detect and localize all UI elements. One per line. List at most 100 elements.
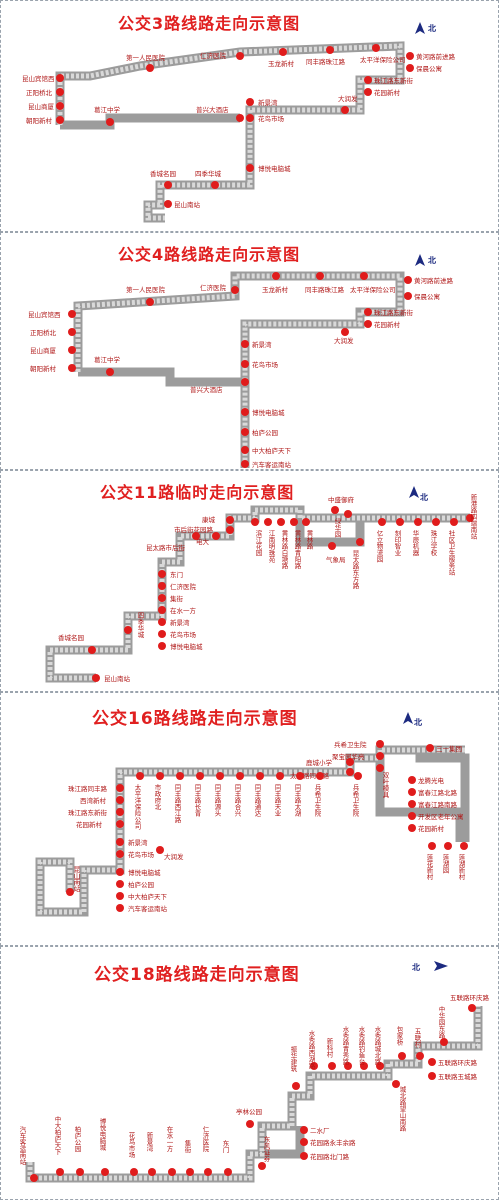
route-3-panel: 公交3路线路走向示意图 北 第一人民医院 仁济医院 玉龙新村 同丰路珠江路 太平… bbox=[0, 0, 499, 232]
north-label: 北 bbox=[420, 492, 428, 502]
stop-marker bbox=[346, 768, 354, 776]
stop-label: 二水厂 bbox=[310, 1126, 330, 1135]
stop-marker bbox=[116, 880, 124, 888]
stop-marker bbox=[158, 606, 166, 614]
stop-marker bbox=[176, 772, 184, 780]
stop-marker bbox=[241, 446, 249, 454]
stop-label: 五联路环庆路 bbox=[438, 1058, 478, 1067]
stop-marker bbox=[360, 272, 368, 280]
stop-marker bbox=[356, 538, 364, 546]
stop-marker bbox=[236, 772, 244, 780]
stop-marker bbox=[236, 52, 244, 60]
stop-label: 花园路北门路 bbox=[310, 1152, 350, 1161]
stop-label: 正阳桥北 bbox=[26, 88, 53, 97]
stop-label: 富春江路北路 bbox=[418, 788, 458, 797]
stop-label: 新景湾 bbox=[128, 838, 148, 847]
stop-marker bbox=[316, 772, 324, 780]
stop-label: 新景湾 bbox=[145, 1131, 153, 1153]
stop-marker bbox=[68, 364, 76, 372]
stop-marker bbox=[146, 298, 154, 306]
stop-label: 葛江中学 bbox=[94, 105, 121, 114]
stop-marker bbox=[246, 164, 254, 172]
stop-label: 气象局 bbox=[326, 555, 346, 564]
stop-label: 太平洋保险公司 bbox=[360, 55, 406, 64]
north-label: 北 bbox=[412, 962, 420, 972]
stop-marker bbox=[331, 506, 339, 514]
stop-marker bbox=[316, 272, 324, 280]
stop-label: 黄林路 bbox=[305, 529, 313, 551]
stop-label: 第一人民医院 bbox=[126, 53, 166, 62]
stop-label: 五联路玉城路 bbox=[438, 1072, 478, 1081]
stop-marker bbox=[156, 772, 164, 780]
stop-marker bbox=[416, 1052, 424, 1060]
stop-marker bbox=[158, 570, 166, 578]
stop-label: 仁济医院 bbox=[200, 51, 227, 60]
stop-marker bbox=[396, 518, 404, 526]
stop-label: 西湾新村 bbox=[80, 796, 107, 805]
stop-label: 昆山商厦 bbox=[30, 346, 57, 355]
stop-label: 博悦电脑城 bbox=[128, 868, 161, 877]
stop-marker bbox=[406, 64, 414, 72]
stop-marker bbox=[406, 52, 414, 60]
stop-marker bbox=[164, 200, 172, 208]
stop-marker bbox=[226, 526, 234, 534]
route-4-panel: 公交4路线路走向示意图 北 第一人民医院 仁济医院 玉龙新村 同丰路珠江路 太平… bbox=[0, 232, 499, 470]
stop-label: 滨江花园 bbox=[254, 529, 262, 558]
stop-marker bbox=[460, 842, 468, 850]
stop-label: 新景湾 bbox=[258, 98, 278, 107]
stop-marker bbox=[56, 1168, 64, 1176]
stop-label: 昆太路东方路 bbox=[351, 550, 359, 591]
stop-label: 东门 bbox=[170, 570, 183, 579]
stop-marker bbox=[277, 518, 285, 526]
stop-label: 集街 bbox=[183, 1139, 191, 1155]
stop-marker bbox=[116, 892, 124, 900]
stop-marker bbox=[204, 1168, 212, 1176]
stop-marker bbox=[116, 784, 124, 792]
stop-label: 莲湖新村 bbox=[457, 853, 465, 881]
stop-marker bbox=[158, 594, 166, 602]
stop-marker bbox=[364, 320, 372, 328]
north-label: 北 bbox=[428, 255, 436, 265]
stop-marker bbox=[116, 838, 124, 846]
stop-marker bbox=[106, 368, 114, 376]
stop-marker bbox=[216, 772, 224, 780]
stop-label: 同丰路源头 bbox=[213, 784, 221, 818]
route-4-stops: 第一人民医院 仁济医院 玉龙新村 同丰路珠江路 太平洋保险公司 黄河路前进路 保… bbox=[28, 272, 454, 469]
stop-marker bbox=[354, 772, 362, 780]
stop-label: 东门 bbox=[221, 1139, 229, 1155]
route-16-stops: 兵希卫生院 聚宝园华亮 三一集团 鹿城小学 太湖路同丰路 珠江路同丰路 西湾新村… bbox=[66, 740, 468, 913]
stop-label: 仁济医院 bbox=[200, 283, 227, 292]
route-11-panel: 公交11路临时走向示意图 北 康城 市后街花园路 电大 昆太路市后街 东门 仁济… bbox=[0, 470, 499, 692]
stop-marker bbox=[76, 1168, 84, 1176]
stop-label: 东风证券 bbox=[262, 1135, 270, 1164]
stop-marker bbox=[372, 44, 380, 52]
stop-marker bbox=[241, 428, 249, 436]
route-18-map: 公交18路线路走向示意图 北 汽车客运南站 中大柏庐天下 柏庐公园 博悦电脑城 … bbox=[18, 961, 490, 1183]
stop-label: 中大柏庐天下 bbox=[53, 1115, 61, 1157]
stop-marker bbox=[428, 1058, 436, 1066]
stop-label: 花鸟市场 bbox=[128, 850, 155, 859]
stop-marker bbox=[302, 518, 310, 526]
stop-label: 同丰路珠江路 bbox=[305, 285, 345, 294]
stop-marker bbox=[426, 744, 434, 752]
stop-label: 市政府北 bbox=[153, 783, 161, 812]
stop-marker bbox=[276, 772, 284, 780]
stop-marker bbox=[158, 642, 166, 650]
stop-marker bbox=[272, 272, 280, 280]
stop-marker bbox=[408, 776, 416, 784]
stop-marker bbox=[414, 518, 422, 526]
stop-marker bbox=[398, 1052, 406, 1060]
stop-label: 昆太路市后街 bbox=[146, 543, 186, 552]
stop-marker bbox=[241, 360, 249, 368]
stop-marker bbox=[68, 310, 76, 318]
stop-label: 水秀路青秀路 bbox=[341, 1025, 349, 1067]
stop-label: 同丰路合兴 bbox=[233, 784, 241, 818]
stop-marker bbox=[116, 796, 124, 804]
route-4-map: 公交4路线路走向示意图 北 第一人民医院 仁济医院 玉龙新村 同丰路珠江路 太平… bbox=[28, 245, 454, 469]
stop-label: 开发区老年公寓 bbox=[418, 812, 464, 821]
north-arrow: 北 bbox=[415, 254, 436, 266]
stop-marker bbox=[241, 378, 249, 386]
stop-marker bbox=[106, 118, 114, 126]
north-arrow: 北 bbox=[412, 961, 448, 972]
stop-marker bbox=[56, 102, 64, 110]
